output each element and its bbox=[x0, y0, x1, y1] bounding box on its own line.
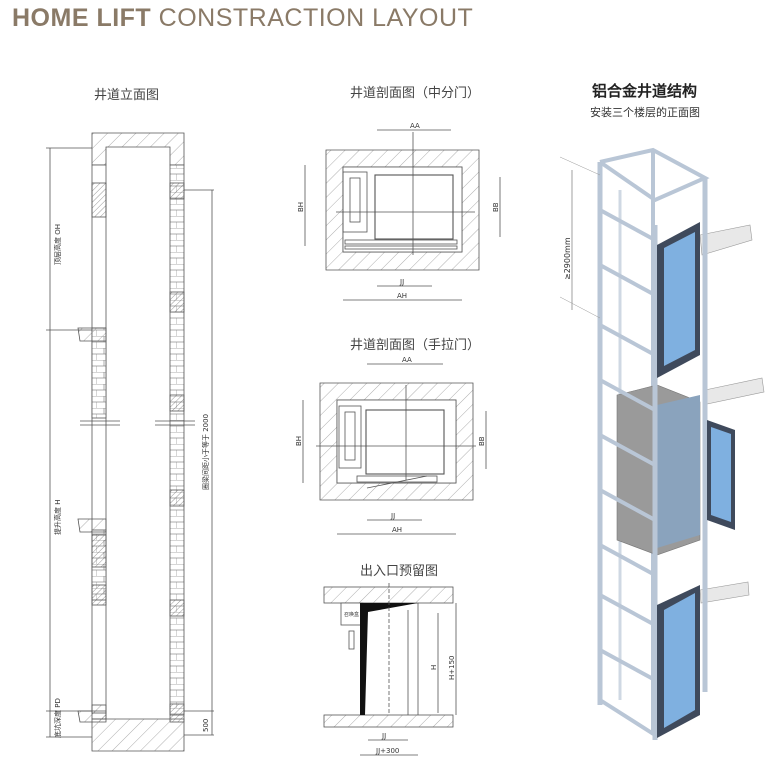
title-bold: HOME LIFT bbox=[12, 4, 152, 32]
shaft-height-label: ≥2900mm bbox=[563, 237, 572, 280]
sd-bb-label: BB bbox=[478, 436, 486, 446]
er-h150-label: H+150 bbox=[448, 656, 456, 681]
cd-jj-label: JJ bbox=[399, 278, 404, 286]
cd-ah-label: AH bbox=[397, 292, 407, 300]
call-box-label: 召唤盒 bbox=[344, 611, 359, 618]
wall-note-label: 圈梁间距小于等于 2000 bbox=[201, 414, 210, 490]
page-title: HOME LIFT CONSTRACTION LAYOUT bbox=[12, 4, 473, 33]
pit-dim-label: 500 bbox=[202, 719, 210, 732]
sd-ah-label: AH bbox=[392, 526, 402, 534]
section-swing-door-caption: 井道剖面图（手拉门） bbox=[350, 338, 481, 353]
section-swing-door-drawing bbox=[302, 363, 487, 535]
aluminum-shaft-subtitle: 安装三个楼层的正面图 bbox=[590, 106, 700, 119]
section-center-door-caption: 井道剖面图（中分门） bbox=[350, 86, 481, 101]
er-jj-label: JJ bbox=[381, 732, 386, 740]
sd-bh-label: BH bbox=[295, 436, 303, 446]
sd-aa-label: AA bbox=[402, 356, 412, 364]
er-jj300-label: JJ+300 bbox=[375, 747, 399, 755]
title-light: CONSTRACTION LAYOUT bbox=[158, 4, 474, 32]
elevation-drawing bbox=[46, 132, 214, 752]
aluminum-shaft-title: 铝合金井道结构 bbox=[592, 82, 698, 100]
er-h-label: H bbox=[430, 665, 438, 670]
aluminum-shaft-drawing bbox=[559, 147, 765, 740]
elevation-caption: 井道立面图 bbox=[94, 88, 160, 103]
cd-bh-label: BH bbox=[297, 202, 305, 212]
sd-jj-label: JJ bbox=[390, 512, 395, 520]
entrance-reserve-drawing bbox=[323, 583, 457, 756]
cd-aa-label: AA bbox=[410, 122, 420, 130]
section-center-door-drawing bbox=[304, 129, 501, 301]
entrance-reserve-caption: 出入口预留图 bbox=[360, 564, 439, 579]
overhead-label: 顶层高度 OH bbox=[53, 224, 62, 265]
pit-label: 底坑深度 PD bbox=[53, 698, 62, 738]
travel-label: 提升高度 H bbox=[53, 500, 62, 536]
cd-bb-label: BB bbox=[492, 202, 500, 212]
